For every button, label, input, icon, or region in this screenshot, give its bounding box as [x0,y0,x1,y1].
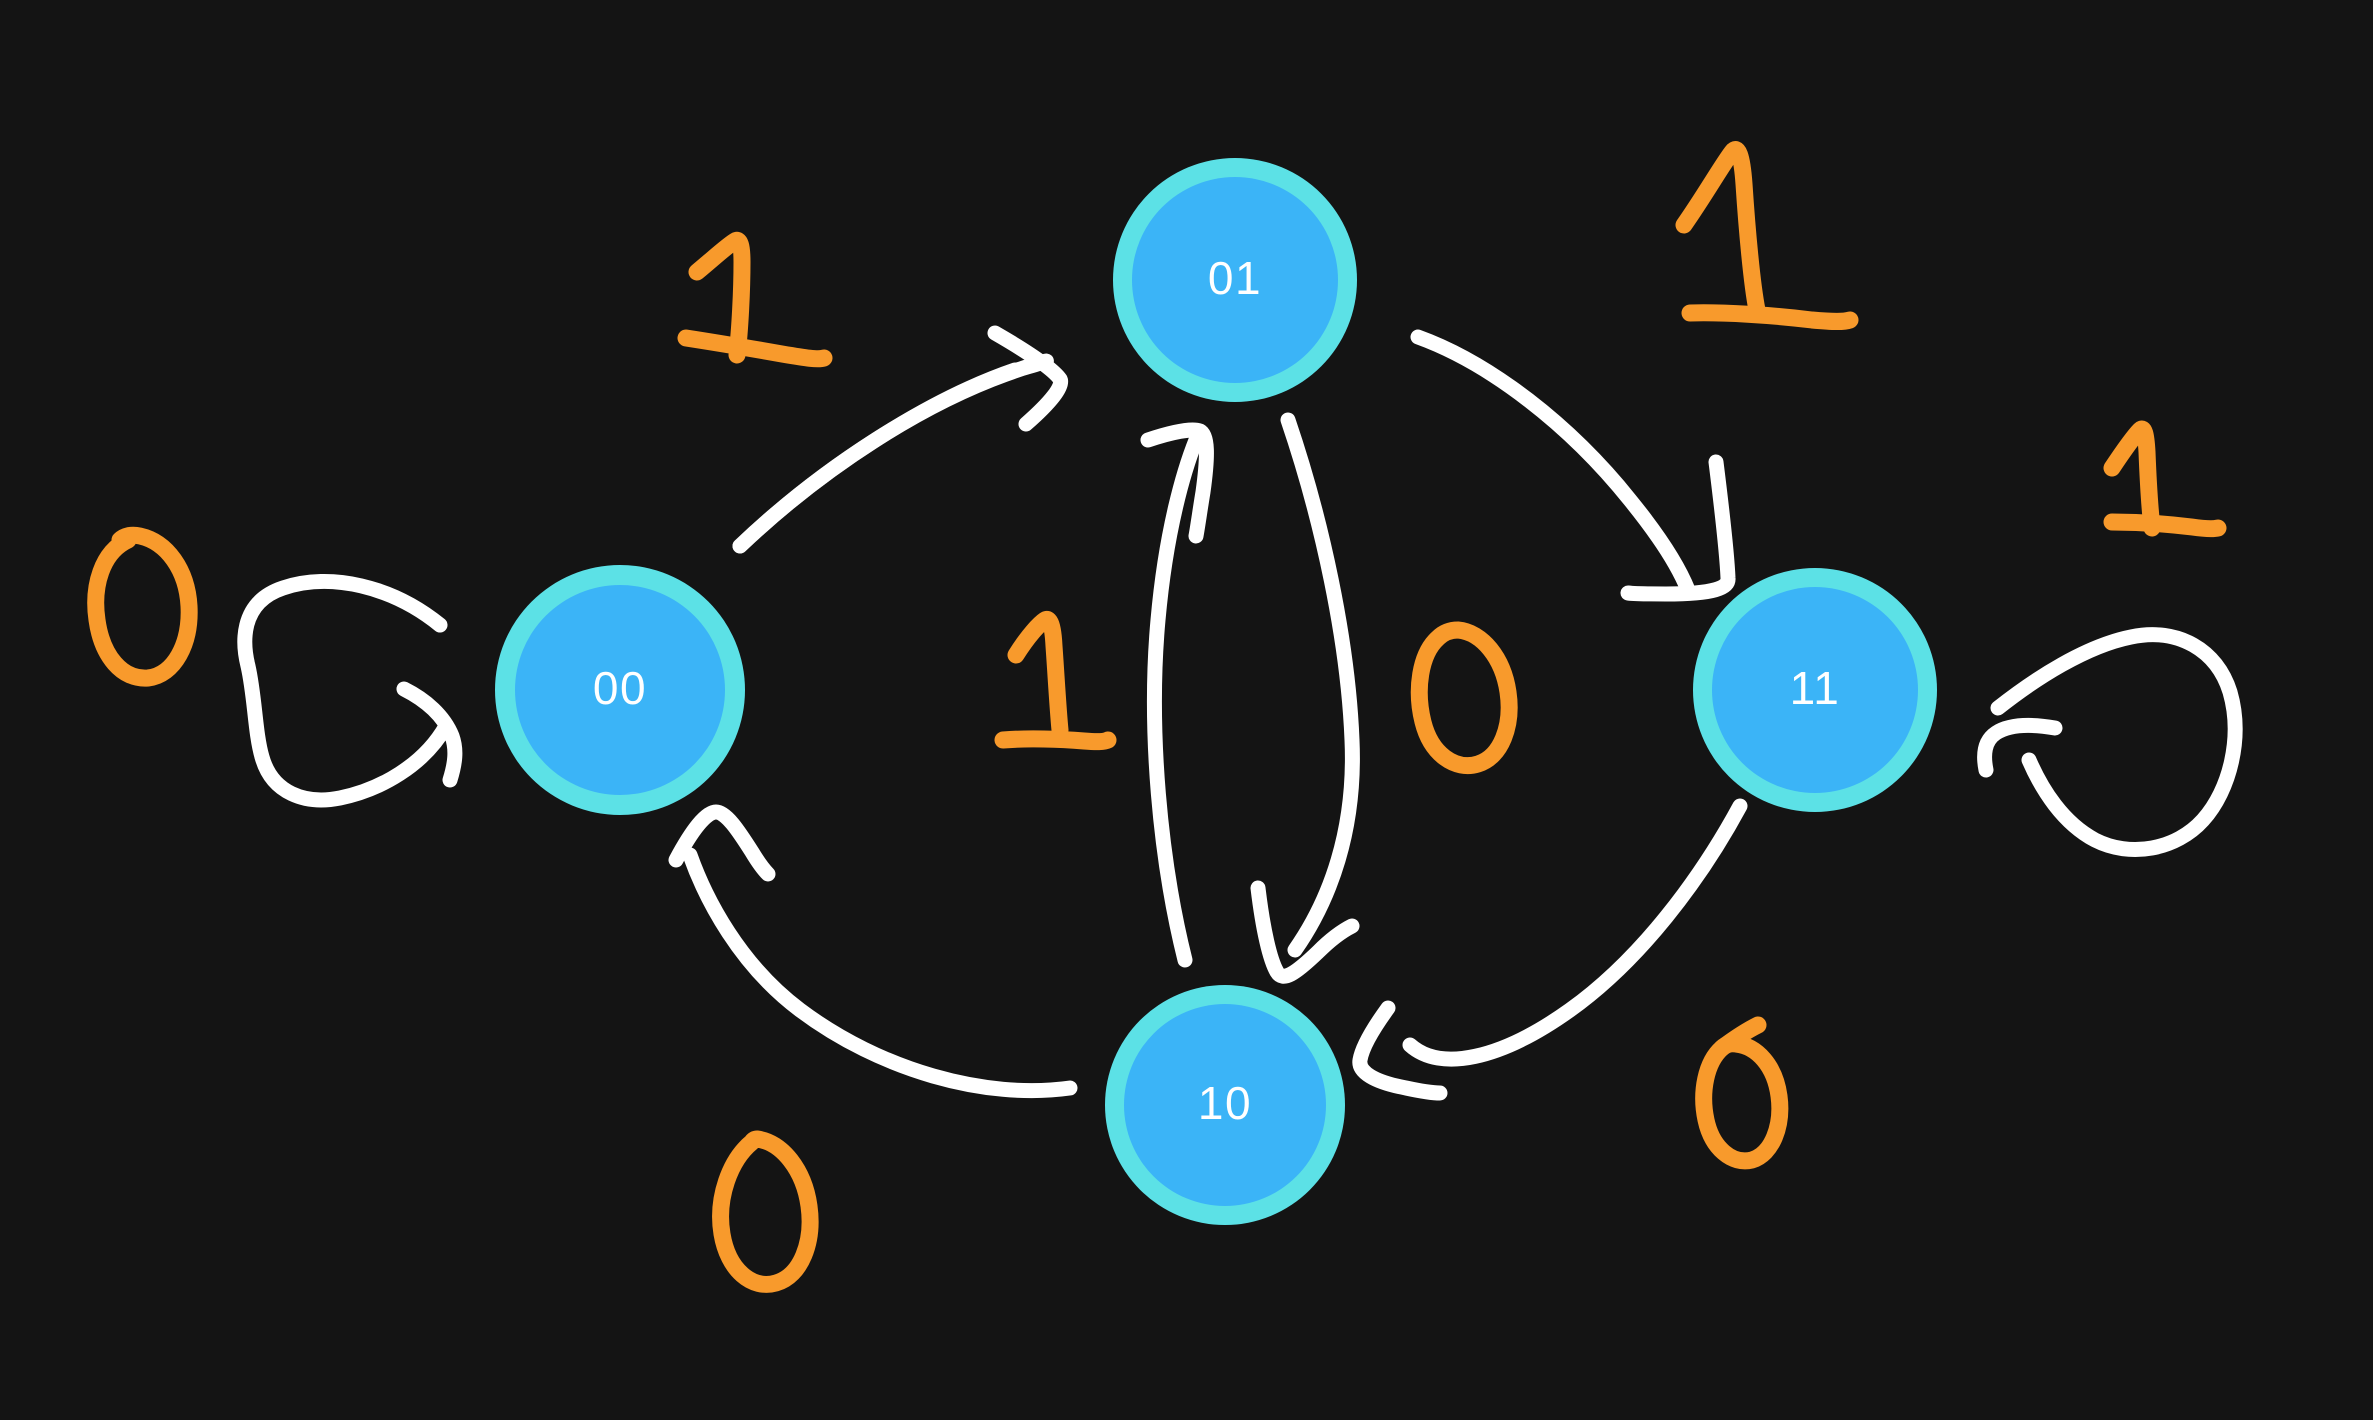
edge-01-to-11-arrowhead [1620,454,1736,602]
node-00-fill [515,585,725,795]
edge-11-to-11-path [1990,627,2243,857]
edge-label-00-to-01-glyph-base [677,329,833,368]
edge-label-00-to-01-glyph-stem [688,232,751,364]
node-10[interactable]: 10 [1105,985,1345,1225]
edge-10-to-00-arrowhead [668,804,776,882]
node-11-label: 11 [1790,662,1841,714]
edge-label-11-to-11-glyph-stem [2103,420,2161,537]
edge-label-10-to-01-glyph-base [994,730,1117,751]
edge-01-to-11-path [1410,329,1696,598]
edge-label-11-to-11-glyph-base [2103,513,2227,538]
edge-label-01-to-10: 0 [1410,621,1518,774]
node-layer: 00 01 11 10 [495,158,1937,1225]
edge-11-to-11[interactable] [1977,627,2243,857]
edge-10-to-00-path [682,847,1078,1099]
edge-10-to-00[interactable] [668,804,1078,1099]
edge-label-11-to-10-glyph [1695,1035,1789,1170]
edge-label-01-to-11: 1 [1675,141,1859,330]
node-01-label: 01 [1208,252,1262,304]
edge-label-layer: 0 1 1 1 1 [87,141,2227,1293]
edge-label-00-to-00-glyph [87,526,198,687]
edge-00-to-00-arrowhead [396,681,463,788]
edge-10-to-01-arrowhead [1140,422,1214,544]
node-01[interactable]: 01 [1113,158,1357,402]
edge-label-11-to-10: 0 [1695,1016,1789,1170]
edge-label-10-to-01: 1 [994,611,1117,751]
edge-label-11-to-11: 1 [2103,420,2227,538]
edge-11-to-11-arrowhead [1977,717,2063,778]
edge-00-to-00-path [237,574,454,808]
edge-11-to-10-path [1402,798,1748,1067]
edge-10-to-01[interactable] [1140,422,1214,968]
edge-11-to-10[interactable] [1352,798,1748,1101]
edge-11-to-10-arrowhead [1352,1000,1448,1101]
edge-label-00-to-01: 1 [677,232,833,368]
edge-01-to-10[interactable] [1250,412,1360,984]
node-10-label: 10 [1198,1077,1252,1129]
edge-00-to-00[interactable] [237,574,463,808]
edge-01-to-10-path [1280,412,1360,958]
edge-00-to-01-path [732,362,1023,554]
node-11[interactable]: 11 [1693,568,1937,812]
edge-label-10-to-00-glyph [712,1130,819,1293]
edge-label-00-to-00: 0 [87,526,198,687]
edge-label-01-to-11-glyph-stem [1675,141,1766,319]
edge-01-to-11[interactable] [1410,329,1736,602]
edge-label-01-to-10-glyph [1410,621,1518,774]
edge-label-01-to-11-glyph-base [1681,304,1859,330]
node-00-label: 00 [593,662,647,714]
edge-label-10-to-01-glyph-stem [1007,611,1069,739]
node-10-fill [1124,1004,1326,1206]
edge-00-to-01[interactable] [732,325,1069,554]
edge-10-to-01-path [1147,432,1204,968]
edge-layer [237,325,2243,1101]
edge-00-to-01-arrowhead [987,325,1069,432]
edge-label-10-to-00: 0 [712,1130,819,1293]
node-00[interactable]: 00 [495,565,745,815]
edge-01-to-10-arrowhead [1250,880,1360,984]
node-01-fill [1132,177,1338,383]
node-11-fill [1712,587,1918,793]
